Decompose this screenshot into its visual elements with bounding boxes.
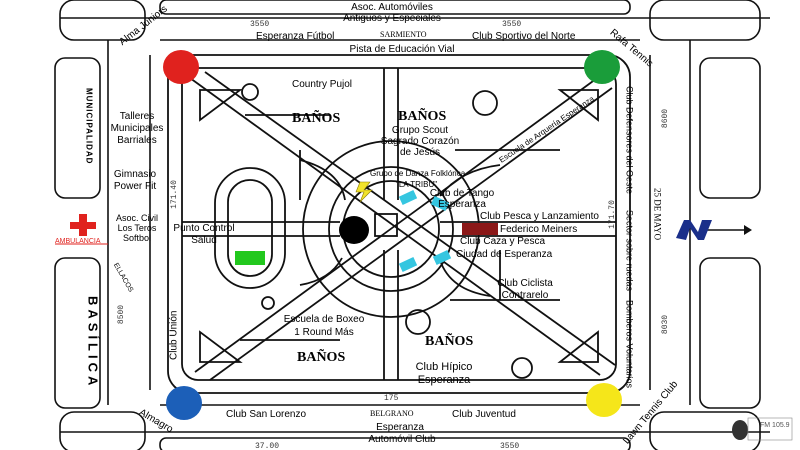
side-number-right-2: 8030 [661,314,671,335]
label-caza-1: Club Caza y Pesca [460,236,546,247]
green-corner-marker [584,50,620,84]
label-club-union: Club Unión [168,310,180,360]
street-number-top-left: 3550 [250,20,270,29]
label-pesca-1: Club Pesca y Lanzamiento [480,211,599,222]
side-number-left-2: 8500 [117,304,127,325]
label-caza-2: Ciudad de Esperanza [456,249,553,260]
label-antiguos: Antiguos y Especiales [343,13,441,24]
label-asoc-civil-3: Softbol [122,233,152,243]
label-asoc-civil-2: Los Teros [117,223,157,233]
label-sector-ruedas: Sector sobre ruedas [624,210,635,292]
label-punto-control-2: Salud [191,235,217,246]
label-club-defensores: Club Defensores del Oeste [624,86,635,195]
logo-text: FM 105.9 [760,422,790,429]
label-asoc-automoviles: Asoc. Automóviles [351,2,433,13]
label-esperanza-futbol: Esperanza Fútbol [256,31,335,42]
label-club-san-lorenzo: Club San Lorenzo [226,409,307,420]
label-esperanza-bottom: Esperanza [376,422,424,433]
label-grupo-scout-1: Grupo Scout [391,125,449,136]
side-number-right-3: 171.70 [607,200,617,229]
label-tango-1: Club de Tango [429,188,495,199]
label-punto-control-1: Punto Control [173,223,235,234]
label-club-juventud: Club Juventud [452,409,516,420]
label-banos-bottom-right: BAÑOS [425,334,474,349]
blue-corner-marker [166,386,202,420]
label-boxeo-2: 1 Round Más [294,327,354,338]
street-25-de-mayo: 25 DE MAYO [652,188,663,241]
label-bomberos: Bomberos Voluntarios [624,300,635,389]
street-number-top-right: 3550 [502,20,522,29]
street-sarmiento: SARMIENTO [380,30,427,39]
label-ciclista-2: Contrarelo [501,290,549,301]
label-banos-top-left: BAÑOS [292,111,341,126]
street-number-bottom-right: 3550 [500,442,520,450]
label-basilica: BASÍLICA [85,296,101,390]
radio-logo-icon [732,417,793,441]
label-hipico-1: Club Hípico [415,361,473,373]
label-asoc-civil-1: Asoc. Civil [115,213,159,223]
side-number-left-1: 171.40 [169,180,179,209]
electric-hazard-icon [355,181,373,203]
label-ambulancia: AMBULANCIA [55,238,101,245]
label-club-sportivo: Club Sportivo del Norte [472,31,576,42]
label-pesca-2: Federico Meiners [500,224,578,235]
label-hipico-2: Esperanza [417,374,471,386]
label-talleres-3: Barriales [117,135,157,146]
black-center-marker [339,216,369,244]
label-country-pujol: Country Pujol [291,79,353,90]
side-number-right-1: 8600 [661,108,671,129]
maroon-marker [462,223,498,235]
yellow-corner-marker [586,383,622,417]
label-grupo-scout-2: Sagrado Corazón [380,136,460,147]
label-talleres-2: Municipales [110,123,164,134]
label-municipalidad: MUNICIPALIDAD [84,88,94,165]
green-health-marker [235,251,265,265]
label-boxeo-1: Escuela de Boxeo [283,314,365,325]
label-danza-2: "LA TRIBU" [396,180,438,189]
label-tango-2: Esperanza [438,199,486,210]
label-gimnasio-1: Gimnasio [113,169,157,180]
street-belgrano: BELGRANO [370,409,414,418]
label-danza-1: Grupo de Danza Folklórica [370,169,466,178]
label-talleres-1: Talleres [119,111,155,122]
north-arrow-icon [676,220,752,240]
street-number-bottom: 175 [384,394,399,403]
label-gimnasio-2: Power Fit [113,181,157,192]
street-number-bottom-left: 37.00 [255,442,280,450]
red-cross-icon [70,214,96,236]
red-corner-marker [163,50,199,84]
label-ciclista-1: Club Ciclista [497,278,553,289]
label-automovil-club: Automóvil Club [368,434,436,445]
label-banos-top-right: BAÑOS [398,109,447,124]
label-banos-bottom-left: BAÑOS [297,350,346,365]
label-pista-educacion: Pista de Educación Vial [349,44,455,55]
label-grupo-scout-3: de Jesús [399,147,441,158]
